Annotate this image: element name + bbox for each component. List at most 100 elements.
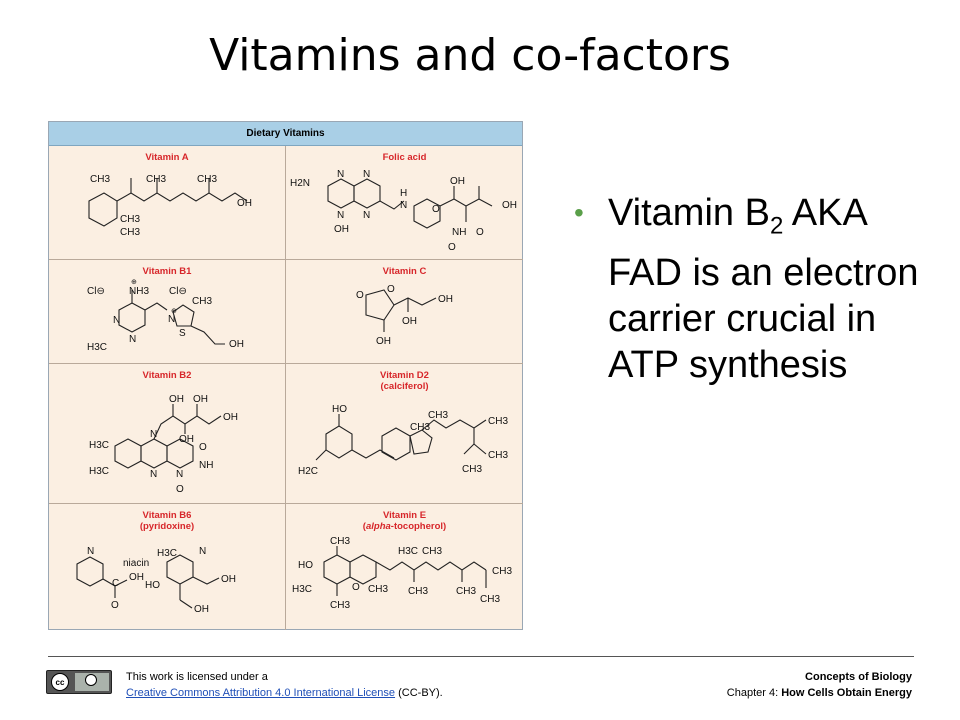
label: H3C [292,584,312,595]
label: N [150,469,157,480]
dietary-vitamins-figure: Dietary Vitamins Vitamin A CH3 CH3 CH3 O… [48,121,523,630]
cell-vitamin-c: Vitamin C O O OH OH OH [286,260,523,364]
label: CH3 [488,450,508,461]
label: CH3 [488,416,508,427]
label: H3C [89,440,109,451]
label: Cl⊖ [87,286,105,297]
cell-vitamin-e: Vitamin E (alpha-tocopherol) CH3 HO H3C … [286,504,523,630]
vitamin-e-title: Vitamin E (alpha-tocopherol) [362,510,447,532]
license-suffix: (CC-BY). [395,687,443,699]
label: OH [334,224,349,235]
label: CH3 [146,174,166,185]
folic-acid-title: Folic acid [382,152,427,163]
label: N [150,429,157,440]
label: CH3 [428,410,448,421]
label: H3C [87,342,107,353]
label: N [337,210,344,221]
label: N [168,314,175,325]
cc-by-license-icon[interactable]: cc [46,670,112,694]
label: OH [221,574,236,585]
label: CH3 [197,174,217,185]
cell-vitamin-b2: Vitamin B2 OH OH OH OH H3C H3C N N N O N… [49,364,286,504]
license-line1: This work is licensed under a [126,671,268,683]
bullet-item: Vitamin B2 AKA FAD is an electron carrie… [608,190,938,388]
label: NH [199,460,213,471]
label: CH3 [368,584,388,595]
label: N [337,169,344,180]
label: N [363,210,370,221]
vitamin-c-title: Vitamin C [382,266,427,277]
label: H3C [398,546,418,557]
vitamin-b2-structure: OH OH OH OH H3C H3C N N N O NH O [89,394,238,495]
vitamin-b2-title: Vitamin B2 [142,370,192,381]
label: OH [129,572,144,583]
label: CH3 [480,594,500,605]
bullet-text-prefix: Vitamin B [608,192,770,234]
label: CH3 [456,586,476,597]
label: N [400,200,407,211]
label: NH [452,227,466,238]
label: CH3 [120,227,140,238]
label: O [199,442,207,453]
label: O [111,600,119,611]
label: CH3 [408,586,428,597]
label: H2C [298,466,318,477]
cell-vitamin-a: Vitamin A CH3 CH3 CH3 OH CH3 CH3 [49,146,286,260]
label: OH [169,394,184,405]
book-title: Concepts of Biology [805,671,912,683]
slide-title: Vitamins and co-factors [209,30,731,81]
folic-acid-structure: H2N N N N N H N OH OH OH O O NH O [290,169,517,253]
label: OH [223,412,238,423]
cell-vitamin-d2: Vitamin D2 (calciferol) HO CH3 CH3 CH3 C… [286,364,523,504]
label: CH3 [120,214,140,225]
label: OH [502,200,517,211]
bullet-text-rest: AKA FAD is an electron carrier crucial i… [608,192,919,386]
label: H3C [157,548,177,559]
vitamin-d2-title: Vitamin D2 (calciferol) [380,370,429,392]
vitamin-c-structure: O O OH OH OH [356,284,453,347]
cell-vitamin-b6: Vitamin B6 (pyridoxine) N niacin C OH O … [49,504,286,630]
vitamin-d2-structure: HO CH3 CH3 CH3 CH3 CH3 H2C [298,404,508,477]
label: CH3 [422,546,442,557]
label: niacin [123,558,149,569]
label: OH [376,336,391,347]
label: OH [179,434,194,445]
vitamin-e-structure: CH3 HO H3C CH3 CH3 O CH3 H3C CH3 CH3 CH3… [292,536,512,611]
label: H3C [89,466,109,477]
label: H2N [290,178,310,189]
attribution-person-icon [85,674,97,686]
label: OH [193,394,208,405]
label: CH3 [330,600,350,611]
cc-circle-icon: cc [51,673,69,691]
label: OH [194,604,209,615]
license-link[interactable]: Creative Commons Attribution 4.0 Interna… [126,687,396,699]
chapter-prefix: Chapter 4: [726,687,782,699]
label: O [476,227,484,238]
label: HO [332,404,347,415]
label: O [176,484,184,495]
bullet-dot-icon: • [574,197,584,228]
bullet-subscript: 2 [769,212,784,240]
figure-header: Dietary Vitamins [49,122,522,146]
label: N [363,169,370,180]
label: OH [402,316,417,327]
cell-vitamin-b1: Vitamin B1 Cl⊖ NH3 Cl⊖ CH3 N N N S OH H3… [49,260,286,364]
footer-divider [48,656,914,657]
license-notice: This work is licensed under a Creative C… [126,669,443,701]
label: H [400,188,407,199]
label: OH [438,294,453,305]
label: N [199,546,206,557]
label: NH3 [129,286,149,297]
label: O [432,204,440,215]
vitamin-b6-structure: N niacin C OH O H3C N HO OH OH [76,546,236,615]
chapter-name: How Cells Obtain Energy [781,687,912,699]
label: N [113,315,120,326]
label: Cl⊖ [169,286,187,297]
label: CH3 [462,464,482,475]
vitamin-a-structure: CH3 CH3 CH3 OH CH3 CH3 [88,174,252,238]
label: OH [450,176,465,187]
label: CH3 [330,536,350,547]
label: N [87,546,94,557]
label: C [112,578,119,589]
label: HO [145,580,160,591]
